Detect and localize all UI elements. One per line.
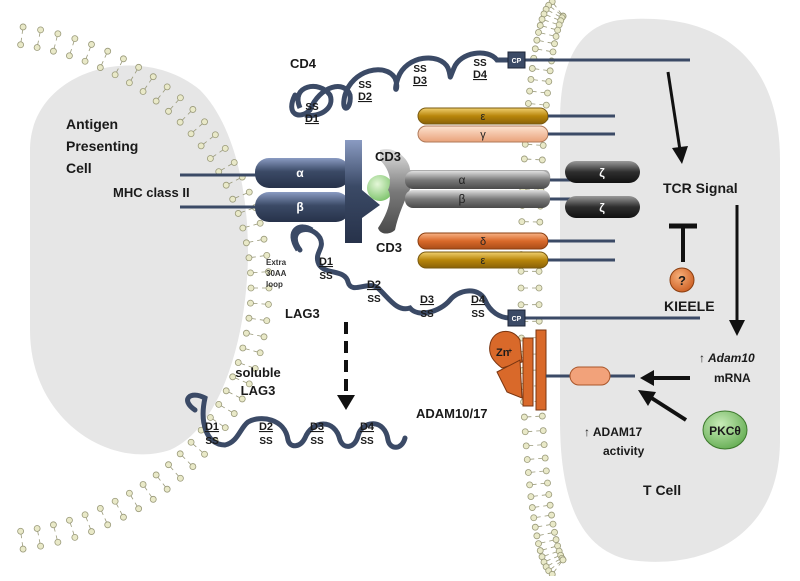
adam17-activity-line-2: activity [603,444,645,458]
soluble-lag3-label-2: LAG3 [241,383,276,398]
soluble-lag3-bond-3: SS [310,436,324,447]
adam17-activity-line-1: ↑ ADAM17 [584,425,643,439]
mhc-label: MHC class II [113,185,190,200]
zeta-2-symbol: ζ [599,201,605,215]
kieele-label: KIEELE [664,298,715,314]
apc-label-line-3: Cell [66,160,92,176]
extra-loop-line-2: 30AA [266,269,287,278]
cd3-delta-symbol: δ [480,236,486,248]
adam10-mrna-suffix: mRNA [714,371,751,385]
cd4-bond-3: SS [413,64,427,75]
lag3-bond-1: SS [319,271,333,282]
adam10-mrna-gene: Adam10 [707,351,755,365]
cd4-cp-label: CP [512,58,522,65]
cd3-top-label: CD3 [375,149,401,164]
adam-tm-bar-2 [536,330,546,410]
adam-tm-bar-1 [523,338,533,406]
soluble-lag3-bond-2: SS [259,436,273,447]
soluble-lag3-domain-2: D2 [259,421,273,433]
cd4-bond-4: SS [473,58,487,69]
lag3-domain-4: D4 [471,294,486,306]
t-cell-label: T Cell [643,482,681,498]
soluble-lag3-domain-3: D3 [310,421,324,433]
unknown-partner-symbol: ? [678,273,686,288]
tcr-beta-symbol: β [459,192,466,206]
adam10-mrna-arrow: ↑ [699,351,705,365]
lag3-domain-3: D3 [420,294,434,306]
soluble-lag3-bond-4: SS [360,436,374,447]
shedding-arrowhead [337,395,355,410]
soluble-lag3-domain-4: D4 [360,421,375,433]
cd3-gamma-symbol: γ [480,129,486,141]
adam10-17: Zn + ADAM10/17 [416,330,546,421]
cd4-bond-2: SS [358,80,372,91]
cd4-bond-1: SS [305,102,319,113]
mhc-alpha-symbol: α [296,166,304,180]
lag3-cp-label: CP [512,316,522,323]
apc-label-line-1: Antigen [66,116,118,132]
lag3-bond-2: SS [367,294,381,305]
cd4-label: CD4 [290,56,317,71]
cd4-domain-1: D1 [305,113,319,125]
lag3-domain-1: D1 [319,256,333,268]
cd3-epsilon-top-symbol: ε [481,111,486,123]
tcr-alpha-symbol: α [459,173,466,187]
cd4-domain-4: D4 [473,69,488,81]
tcr-alpha-chain [405,171,550,189]
lag3-label: LAG3 [285,306,320,321]
apc-label-line-2: Presenting [66,138,138,154]
adam-label: ADAM10/17 [416,406,488,421]
apc-cell-shape [30,66,248,455]
extra-loop-label: Extra 30AA loop [266,258,287,289]
extra-loop-line-3: loop [266,280,283,289]
cd3-bottom-label: CD3 [376,240,402,255]
lag3-bond-4: SS [471,309,485,320]
cd4-domain-3: D3 [413,75,427,87]
soluble-lag3-domain-1: D1 [205,421,219,433]
pkc-theta-label: PKCθ [709,424,741,438]
t-cell-shape [560,19,780,562]
adam-cytoplasmic-domain [570,367,610,385]
tcr-signal-label: TCR Signal [663,180,738,196]
mhc-beta-symbol: β [296,200,303,214]
cd4-domain-2: D2 [358,91,372,103]
t-cell-membrane [518,0,566,576]
lag3-domain-2: D2 [367,279,381,291]
soluble-lag3-bond-1: SS [205,436,219,447]
tcr-beta-chain [405,190,550,208]
extra-loop-line-1: Extra [266,258,287,267]
zeta-1-symbol: ζ [599,166,605,180]
lag3-bond-3: SS [420,309,434,320]
cd3-epsilon-bottom-symbol: ε [481,255,486,267]
soluble-lag3-label-1: soluble [235,365,281,380]
zn-charge: + [508,348,512,355]
